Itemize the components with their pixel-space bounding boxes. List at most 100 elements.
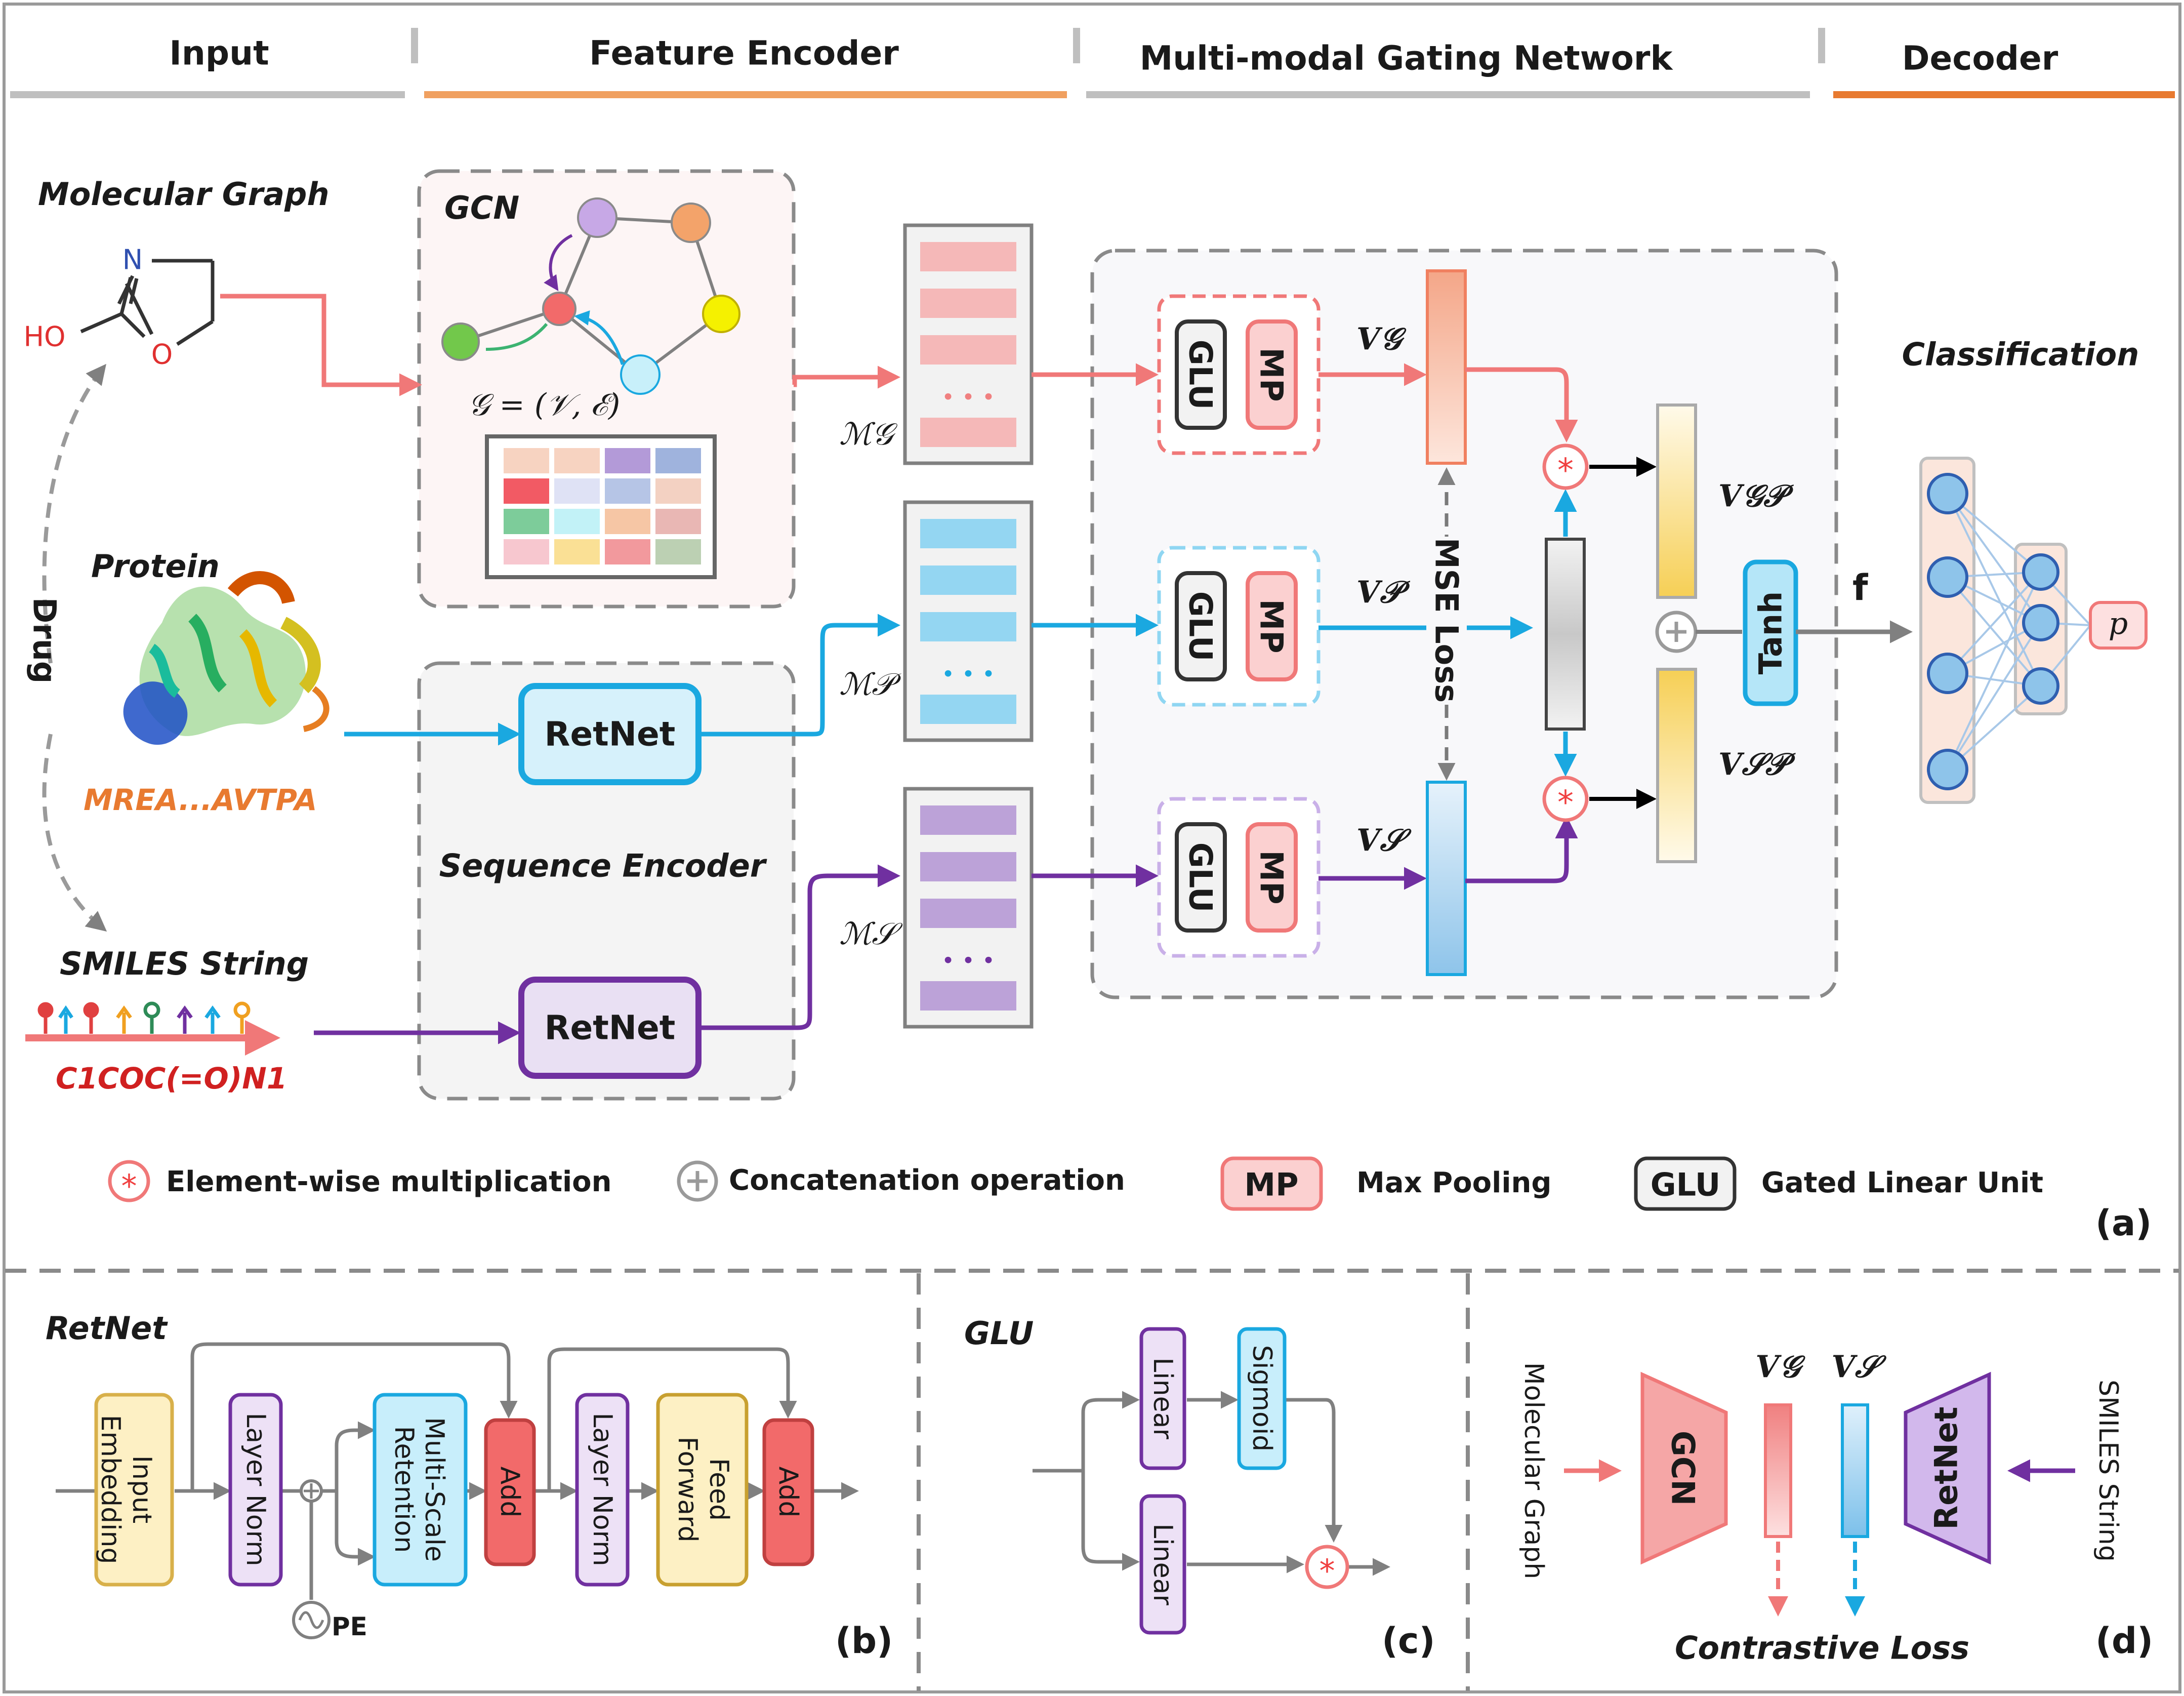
section-header-feature-encoder: Feature Encoder [424,34,1067,98]
feature-map-graph: • • • [903,223,1034,465]
svg-text:HO: HO [23,321,65,353]
svg-text:Multi-Scale: Multi-Scale [419,1417,449,1562]
input-embedding-block: Input Embedding [94,1393,174,1587]
svg-text:Drug: Drug [26,597,63,684]
header-divider [1818,28,1825,63]
svg-text:MSE Loss: MSE Loss [1428,538,1465,703]
retnet-smiles-block: RetNet [518,977,702,1079]
svg-text:RetNet: RetNet [545,1008,676,1047]
svg-text:Layer Norm: Layer Norm [587,1412,617,1566]
protein-label: Protein [91,548,220,585]
panel-d-label: (d) [2095,1620,2153,1662]
svg-text:Forward: Forward [672,1436,703,1542]
molecular-graph-label: Molecular Graph [38,176,329,213]
mse-loss: MSE Loss [1426,467,1467,781]
svg-text:Add: Add [495,1467,525,1518]
concat-node [1655,611,1698,653]
add-block-1: Add [484,1418,536,1566]
vector-vg [1426,269,1467,465]
svg-text:MREA...AVTPA: MREA...AVTPA [84,783,317,817]
svg-text:PE: PE [332,1612,367,1641]
svg-text:Linear: Linear [1147,1357,1178,1439]
mlp-classifier: p [1919,457,2148,804]
glu-linear-top: Linear [1139,1327,1186,1470]
layer-norm-block-1: Layer Norm [228,1393,283,1587]
svg-text:Decoder: Decoder [1902,39,2058,78]
vector-vs [1426,781,1467,976]
retnet-to-mp-arrow [701,614,900,737]
smiles-label: SMILES String [60,945,309,982]
contrastive-graph-label: Molecular Graph [1518,1362,1549,1579]
section-header-decoder: Decoder [1833,39,2175,98]
svg-text:Feature Encoder: Feature Encoder [589,34,899,73]
m-p-label: ℳ𝒫 [839,667,901,702]
svg-text:C1COC(=O)N1: C1COC(=O)N1 [56,1061,287,1096]
contrastive-loss-label: Contrastive Loss [1675,1630,1969,1667]
retnet-panel-title: RetNet [46,1310,168,1347]
svg-text:p: p [2109,606,2128,641]
svg-text:MP: MP [1244,1166,1298,1203]
molecule-structure: N HO O [23,244,215,371]
multiply-node-bottom: * [1542,776,1589,822]
m-g-label: ℳ𝒢 [839,417,898,452]
vg-to-mult-arrow [1465,367,1578,442]
classification-title: Classification [1902,336,2139,373]
pe-node: PE [292,1479,367,1641]
f-label: f [1852,567,1869,609]
glu-panel-title: GLU [964,1315,1034,1352]
glu-sigmoid: Sigmoid [1237,1327,1287,1470]
glu-mp-graph: GLU MP [1157,294,1321,455]
svg-text:• • •: • • • [941,385,995,411]
glu-mp-protein: GLU MP [1157,546,1321,707]
vector-vp [1545,538,1586,731]
gcn-feature-matrix [485,434,717,579]
svg-text:Embedding: Embedding [95,1415,126,1564]
gcn-to-mg-arrow [792,366,900,389]
svg-text:Layer Norm: Layer Norm [240,1412,271,1566]
svg-text:Element-wise multiplication: Element-wise multiplication [166,1165,612,1198]
svg-text:*: * [1320,1553,1335,1590]
svg-text:O: O [151,339,173,371]
protein-sequence: MREA...AVTPA [84,783,317,817]
svg-text:Add: Add [773,1467,803,1518]
gcn-title: GCN [444,189,519,226]
svg-text:MP: MP [1253,850,1290,904]
svg-text:*: * [1557,452,1574,490]
v-s-label: V𝒮 [1356,823,1412,858]
svg-text:GLU: GLU [1182,591,1219,662]
svg-text:Gated Linear Unit: Gated Linear Unit [1761,1166,2043,1199]
header-divider [1073,28,1080,63]
layer-norm-block-2: Layer Norm [575,1393,630,1587]
graph-definition: 𝒢 = (𝒱, ℰ) [468,387,620,423]
vector-vgp [1656,403,1697,599]
legend-glu: GLU Gated Linear Unit [1634,1156,2043,1211]
graph-input-arrow [220,294,422,396]
svg-text:Sigmoid: Sigmoid [1247,1345,1277,1451]
svg-text:• • •: • • • [941,948,995,974]
svg-text:GLU: GLU [1651,1166,1721,1203]
retnet-protein-block: RetNet [518,683,702,785]
contrastive-smiles-label: SMILES String [2093,1380,2123,1562]
v-p-label: V𝒫 [1356,575,1411,610]
svg-text:*: * [1557,784,1574,822]
multiply-node-top: * [1542,443,1589,490]
smiles-tokens: C1COC(=O)N1 [25,1001,287,1096]
tanh-block: Tanh [1743,559,1798,706]
v-g-label: V𝒢 [1356,321,1407,357]
glu-linear-bottom: Linear [1139,1494,1186,1635]
svg-text:• • •: • • • [941,662,995,688]
vector-vsp [1656,668,1697,863]
feature-map-smiles: • • • [903,787,1034,1029]
svg-text:GCN: GCN [1665,1431,1702,1506]
panel-a-label: (a) [2095,1202,2152,1244]
svg-text:Retention: Retention [389,1426,419,1553]
svg-text:Max Pooling: Max Pooling [1356,1166,1551,1199]
feed-forward-block: Feed Forward [656,1393,749,1587]
svg-text:MP: MP [1253,599,1290,653]
v-sp-label: V𝒮𝒫 [1718,747,1796,782]
legend-elementwise: * Element-wise multiplication [108,1160,612,1205]
retnet-to-ms-arrow [701,864,900,1030]
svg-text:Tanh: Tanh [1752,591,1789,674]
svg-text:GLU: GLU [1182,340,1219,410]
